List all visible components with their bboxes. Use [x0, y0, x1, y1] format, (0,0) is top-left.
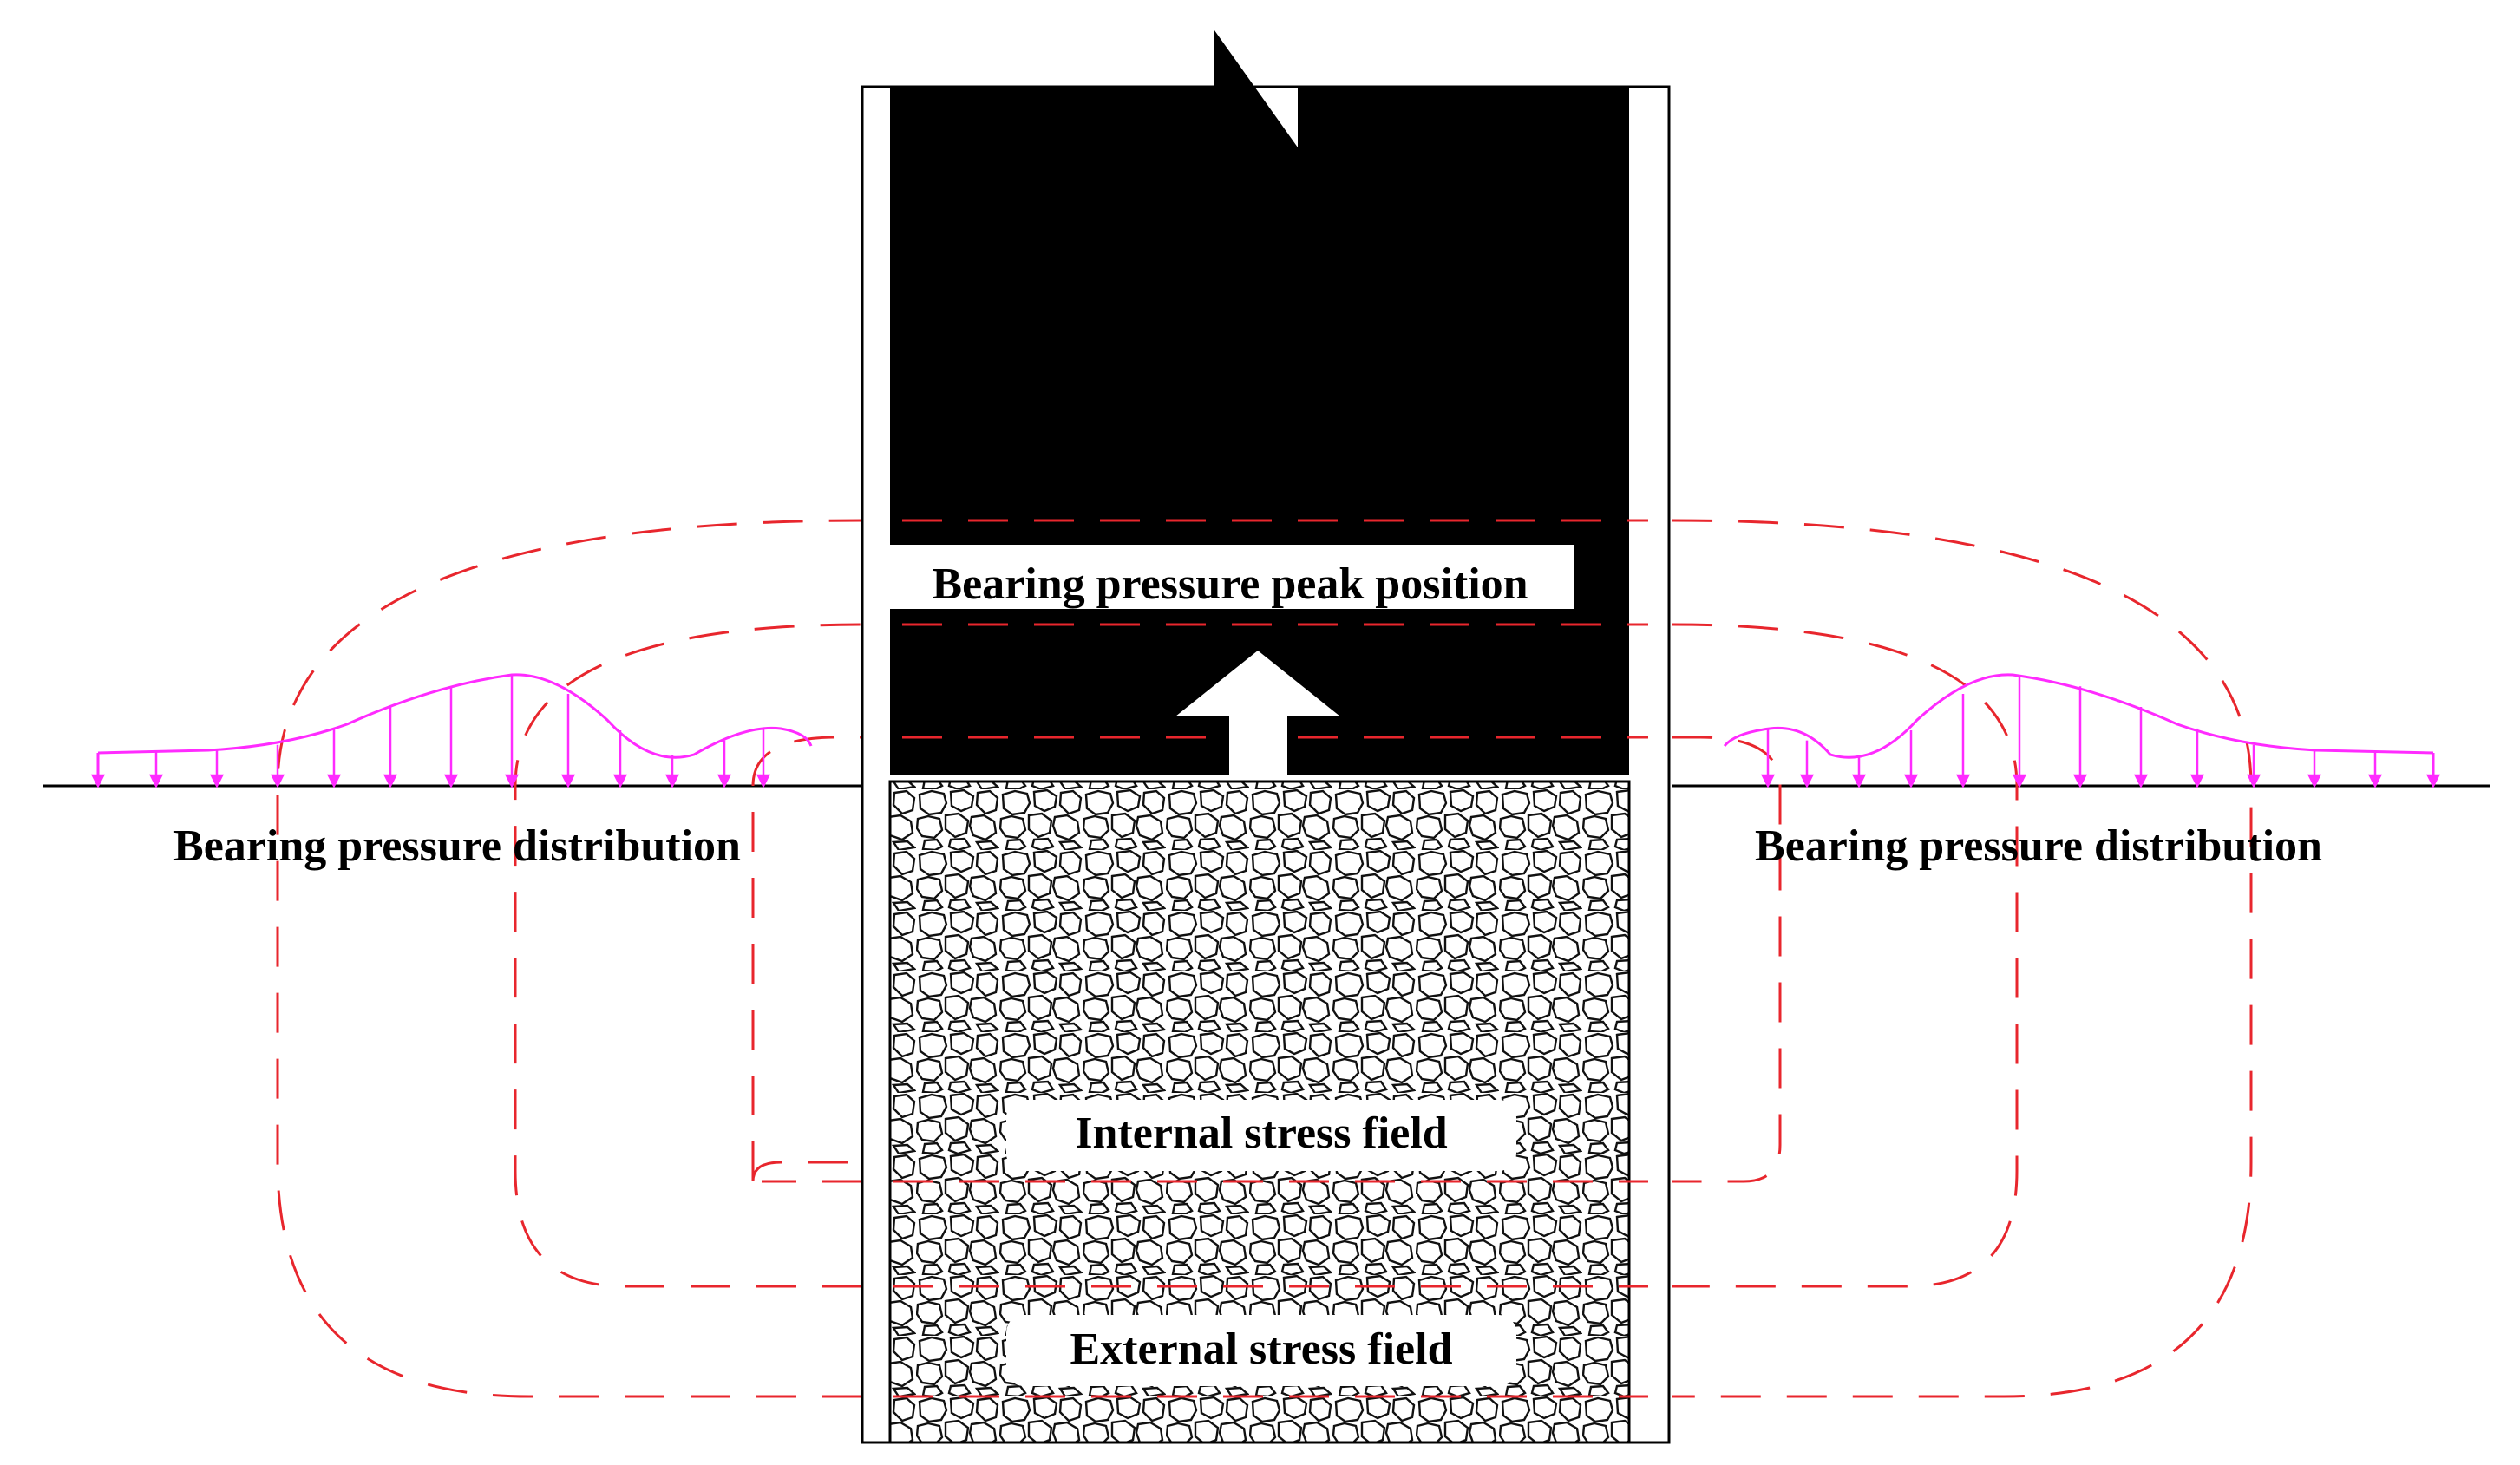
pressure-arrowhead — [2425, 774, 2441, 788]
pressure-arrowhead — [2189, 774, 2205, 788]
external-field-boundary-left — [276, 519, 863, 1398]
pressure-arrowhead — [148, 774, 164, 788]
pressure-arrowhead — [2072, 774, 2088, 788]
pressure-arrowhead — [1799, 774, 1815, 788]
peak-position-label-box — [887, 545, 1574, 609]
pressure-distribution-right — [1723, 673, 2435, 786]
pressure-arrowhead — [717, 774, 732, 788]
pressure-arrowhead — [2246, 774, 2261, 788]
pressure-arrowhead — [1760, 774, 1776, 788]
pressure-arrowhead — [2133, 774, 2149, 788]
pressure-arrowhead — [1851, 774, 1867, 788]
internal-field-label-box — [1006, 1100, 1516, 1171]
pressure-arrowhead — [1955, 774, 1971, 788]
pressure-arrowhead — [2367, 774, 2383, 788]
pressure-arrowhead — [756, 774, 771, 788]
internal-field-label: Internal stress field — [1075, 1109, 1448, 1158]
stress-field-boundaries — [276, 519, 2253, 1398]
pressure-curve-right — [1723, 673, 2434, 759]
external-field-boundary-right — [1672, 519, 2253, 1398]
middle-field-boundary-left — [514, 623, 863, 1288]
stress-field-lines-in-panel — [893, 519, 1648, 1398]
external-field-label-box — [1006, 1315, 1516, 1386]
pressure-arrowhead — [383, 774, 398, 788]
internal-field-boundary-left — [751, 736, 869, 1182]
pressure-arrowhead — [270, 774, 285, 788]
distribution-label-left: Bearing pressure distribution — [173, 821, 741, 871]
pressure-arrowhead — [560, 774, 576, 788]
pressure-arrowhead — [1903, 774, 1919, 788]
internal-field-boundary-right — [1672, 736, 1782, 1183]
pressure-arrowhead — [326, 774, 342, 788]
pressure-arrowhead — [504, 774, 520, 788]
external-field-label: External stress field — [1070, 1324, 1453, 1374]
pressure-arrowhead — [2012, 774, 2027, 788]
middle-field-boundary-right — [1672, 623, 2019, 1288]
peak-position-label: Bearing pressure peak position — [932, 559, 1528, 609]
pressure-arrows-left — [90, 675, 771, 788]
pressure-arrowhead — [209, 774, 225, 788]
pressure-arrowhead — [90, 774, 106, 788]
pressure-curve-left — [97, 673, 813, 759]
pressure-arrowhead — [664, 774, 680, 788]
pressure-arrowhead — [443, 774, 459, 788]
pressure-distribution-left — [96, 673, 813, 786]
pressure-arrows-right — [1760, 675, 2441, 788]
pressure-arrowhead — [612, 774, 628, 788]
distribution-label-right: Bearing pressure distribution — [1755, 821, 2322, 871]
upward-arrow — [1175, 651, 1340, 775]
goaf-border — [888, 780, 1631, 1444]
pressure-arrowhead — [2307, 774, 2322, 788]
